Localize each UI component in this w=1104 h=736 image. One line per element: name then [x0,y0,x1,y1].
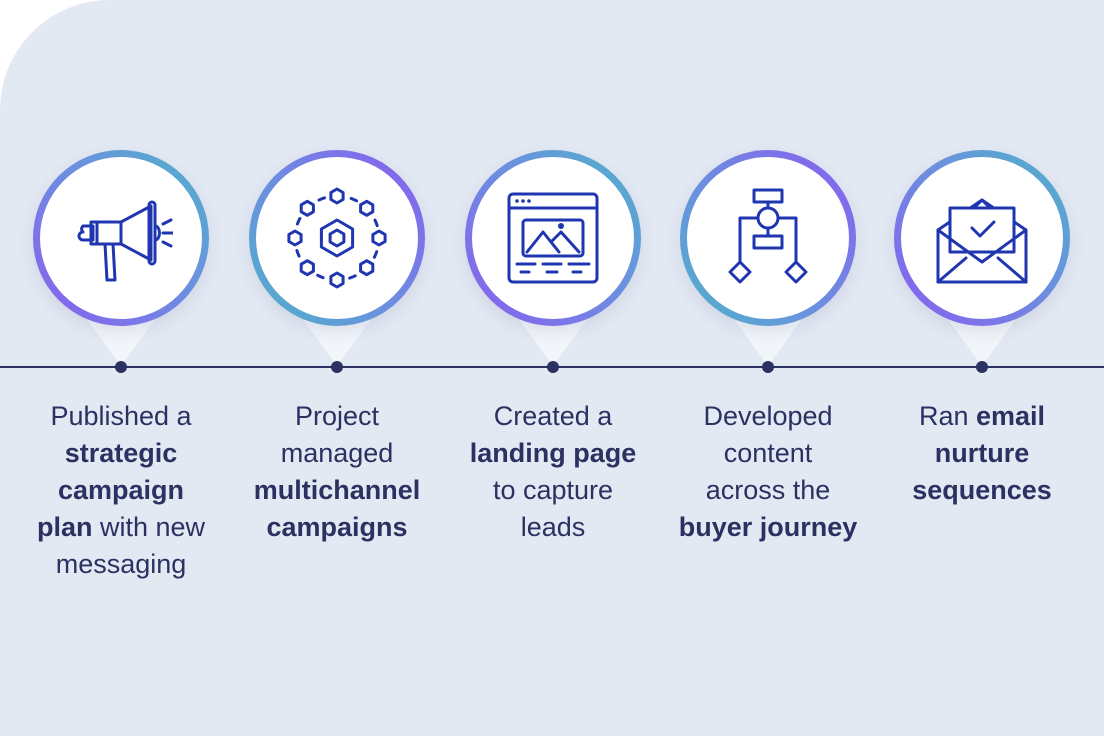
timeline-dot [115,361,127,373]
label-line: leads [443,509,663,546]
text: Developed [703,401,833,431]
bold-text: sequences [912,475,1052,505]
icon-badge [33,150,209,326]
label-line: managed [227,435,447,472]
label-line: Published a [11,398,231,435]
label-line: sequences [872,472,1092,509]
megaphone-icon [40,157,202,319]
bold-text: multichannel [253,475,421,505]
text: Published a [50,401,192,431]
text: to capture [492,475,614,505]
label-line: across the [658,472,878,509]
label-line: campaign [11,472,231,509]
text: managed [280,438,394,468]
label-line: strategic [11,435,231,472]
icon-badge [465,150,641,326]
step-label: Project managed multichannel campaigns [227,398,447,546]
label-line: Created a [443,398,663,435]
landing-page-icon [472,157,634,319]
icon-badge [249,150,425,326]
text: with new [92,512,206,542]
flowchart-icon [687,157,849,319]
timeline-dot [331,361,343,373]
label-line: multichannel [227,472,447,509]
label-line: messaging [11,546,231,583]
bold-text: campaigns [266,512,408,542]
icon-badge [680,150,856,326]
label-line: buyer journey [658,509,878,546]
text: Ran [918,401,976,431]
hexagon-network-icon [256,157,418,319]
bold-text: strategic [64,438,178,468]
bold-text: landing page [469,438,637,468]
text: messaging [55,549,187,579]
text: Created a [493,401,613,431]
label-line: plan with new [11,509,231,546]
bold-text: plan [36,512,93,542]
label-line: to capture [443,472,663,509]
timeline-dot [762,361,774,373]
timeline-dot [547,361,559,373]
label-line: Developed [658,398,878,435]
label-line: Ran email [872,398,1092,435]
step-label: Created a landing page to capture leads [443,398,663,546]
bold-text: campaign [57,475,185,505]
text: leads [520,512,586,542]
text: Project [294,401,380,431]
label-line: campaigns [227,509,447,546]
label-line: landing page [443,435,663,472]
label-line: Project [227,398,447,435]
text: content [723,438,813,468]
icon-badge [894,150,1070,326]
timeline-dot [976,361,988,373]
text: across the [705,475,831,505]
step-label: Published a strategic campaign plan with ne… [11,398,231,583]
label-line: nurture [872,435,1092,472]
step-label: Developed content across the buyer journey [658,398,878,546]
label-line: content [658,435,878,472]
email-open-check-icon [901,157,1063,319]
bold-text: nurture [934,438,1030,468]
bold-text: email [976,401,1046,431]
bold-text: buyer journey [678,512,858,542]
